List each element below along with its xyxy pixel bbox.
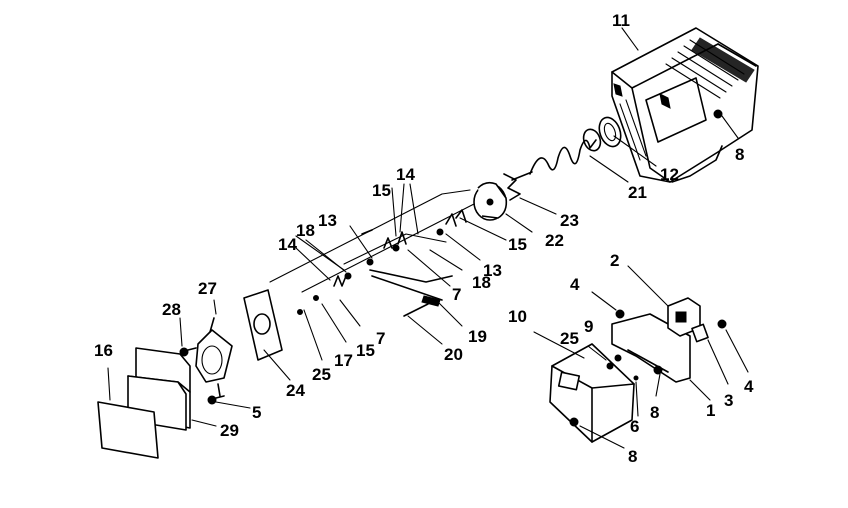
- callout-labels: 11 8 12 21 23 22 15 13 18 7 15 14 13 18 …: [94, 11, 754, 466]
- part-24-mounting-plate: [243, 289, 283, 361]
- label-2: 2: [610, 251, 619, 270]
- label-8: 8: [650, 403, 659, 422]
- label-18: 18: [296, 221, 315, 240]
- label-11: 11: [612, 11, 630, 30]
- part-16-label-plate: [97, 401, 159, 459]
- part-21-auger-spring: [511, 139, 597, 181]
- label-19: 19: [468, 327, 487, 346]
- part-10-control-box: [549, 343, 635, 443]
- label-5: 5: [252, 403, 261, 422]
- part-29-cover-housing: [127, 347, 191, 431]
- label-8: 8: [735, 145, 744, 164]
- label-17: 17: [334, 351, 353, 370]
- label-13: 13: [483, 261, 502, 280]
- part-5-screw: [207, 395, 225, 405]
- label-20: 20: [444, 345, 463, 364]
- label-15: 15: [356, 341, 375, 360]
- part-28-screw: [179, 347, 197, 357]
- part-23-clip: [503, 173, 521, 201]
- part-12-bearing-ring: [582, 116, 622, 152]
- label-14: 14: [396, 165, 415, 184]
- label-6: 6: [630, 417, 639, 436]
- label-25: 25: [560, 329, 579, 348]
- label-1: 1: [706, 401, 715, 420]
- label-24: 24: [286, 381, 305, 400]
- label-16: 16: [94, 341, 113, 360]
- part-22-drive-hub: [473, 181, 508, 221]
- label-21: 21: [628, 183, 647, 202]
- label-15: 15: [508, 235, 527, 254]
- label-23: 23: [560, 211, 579, 230]
- label-9: 9: [584, 317, 593, 336]
- label-8: 8: [628, 447, 637, 466]
- label-10: 10: [508, 307, 527, 326]
- screws: [569, 109, 727, 427]
- label-13: 13: [318, 211, 337, 230]
- label-4: 4: [570, 275, 580, 294]
- label-29: 29: [220, 421, 239, 440]
- label-25: 25: [312, 365, 331, 384]
- shaft-assembly: [269, 189, 475, 317]
- label-28: 28: [162, 300, 181, 319]
- label-4: 4: [744, 377, 754, 396]
- label-27: 27: [198, 279, 217, 298]
- label-3: 3: [724, 391, 733, 410]
- part-11-ice-bin: [611, 27, 759, 183]
- label-18: 18: [472, 273, 491, 292]
- label-14: 14: [278, 235, 297, 254]
- label-7: 7: [452, 285, 461, 304]
- leader-lines: [107, 27, 749, 449]
- part-27-motor: [195, 317, 233, 397]
- part-3-connector: [691, 323, 709, 343]
- label-7: 7: [376, 329, 385, 348]
- label-12: 12: [660, 165, 679, 184]
- label-22: 22: [545, 231, 564, 250]
- label-15: 15: [372, 181, 391, 200]
